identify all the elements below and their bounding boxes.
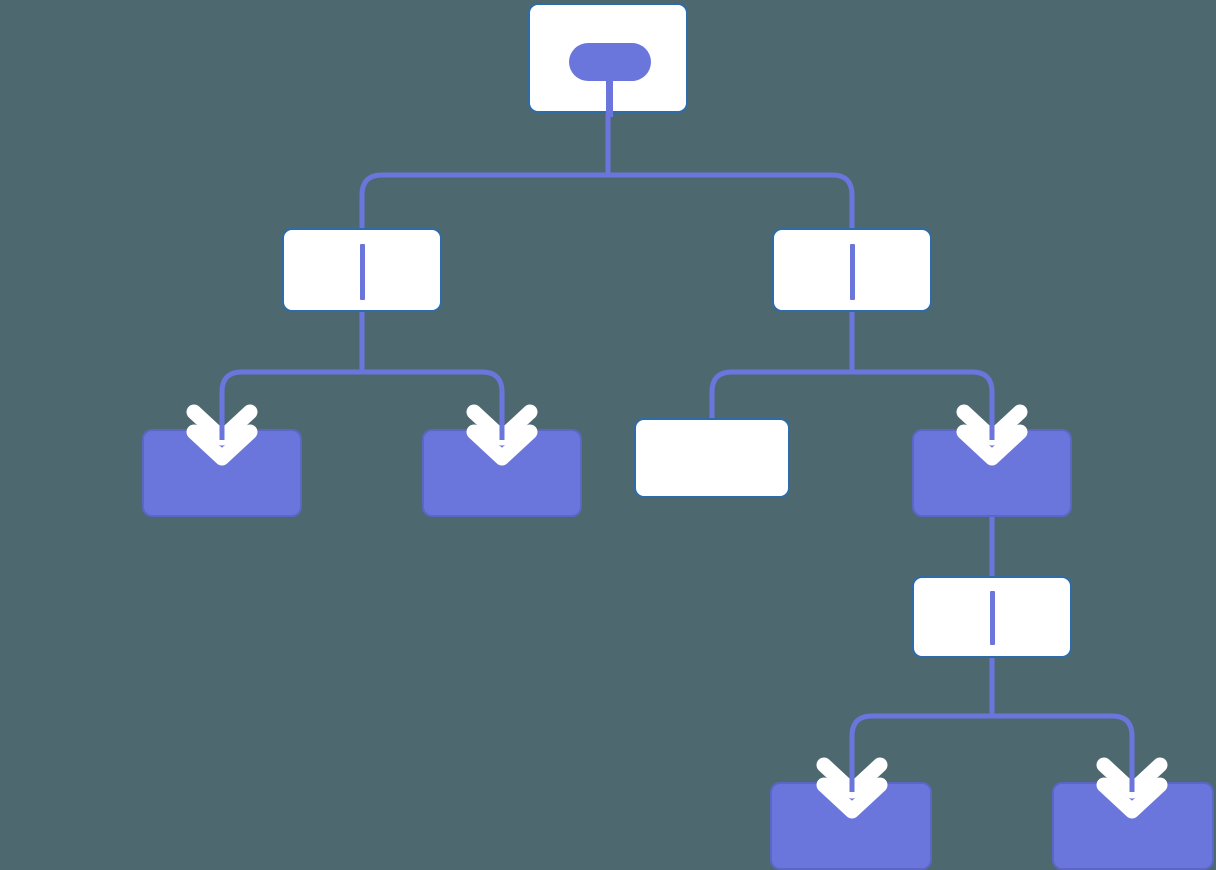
pill-stem-icon bbox=[606, 75, 613, 117]
vertical-line-icon bbox=[360, 244, 365, 300]
vertical-line-icon bbox=[850, 244, 855, 300]
node-branch-left[interactable] bbox=[282, 228, 442, 312]
node-leaf-c[interactable] bbox=[634, 418, 790, 498]
node-leaf-e[interactable] bbox=[770, 782, 932, 870]
node-leaf-b[interactable] bbox=[422, 429, 582, 517]
node-root[interactable] bbox=[528, 3, 688, 117]
node-leaf-f[interactable] bbox=[1052, 782, 1214, 870]
pill-badge-icon bbox=[569, 43, 651, 81]
node-branch-right[interactable] bbox=[772, 228, 932, 312]
node-branch-deep[interactable] bbox=[912, 576, 1072, 658]
vertical-line-icon bbox=[990, 591, 995, 645]
node-leaf-a[interactable] bbox=[142, 429, 302, 517]
node-node-d[interactable] bbox=[912, 429, 1072, 517]
